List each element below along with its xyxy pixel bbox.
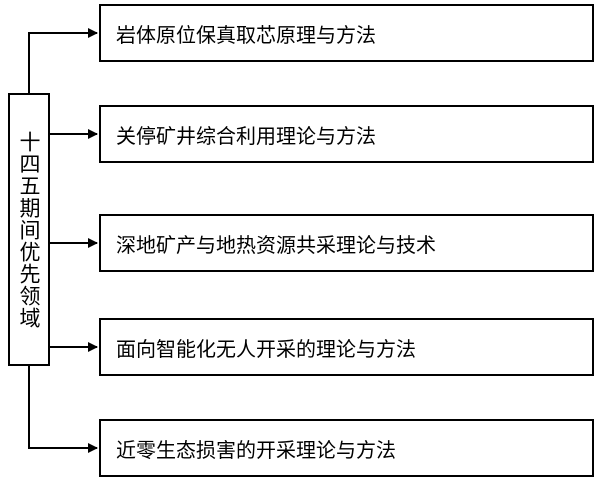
child-node-label: 关停矿井综合利用理论与方法 [116, 123, 376, 148]
child-node-label: 面向智能化无人开采的理论与方法 [116, 336, 416, 361]
child-node-1: 关停矿井综合利用理论与方法 [99, 105, 594, 163]
connector-root-to-node-0 [28, 28, 98, 93]
root-node: 十四五期间优先领域 [8, 93, 50, 366]
child-node-label: 岩体原位保真取芯原理与方法 [116, 22, 376, 47]
connector-root-to-node-4 [28, 366, 98, 453]
root-node-label: 十四五期间优先领域 [17, 130, 41, 329]
child-node-4: 近零生态损害的开采理论与方法 [99, 419, 594, 477]
child-node-label: 深地矿产与地热资源共采理论与技术 [116, 232, 436, 257]
child-node-0: 岩体原位保真取芯原理与方法 [99, 4, 594, 62]
child-node-label: 近零生态损害的开采理论与方法 [116, 437, 396, 462]
child-node-3: 面向智能化无人开采的理论与方法 [99, 318, 594, 376]
child-node-2: 深地矿产与地热资源共采理论与技术 [99, 214, 594, 272]
